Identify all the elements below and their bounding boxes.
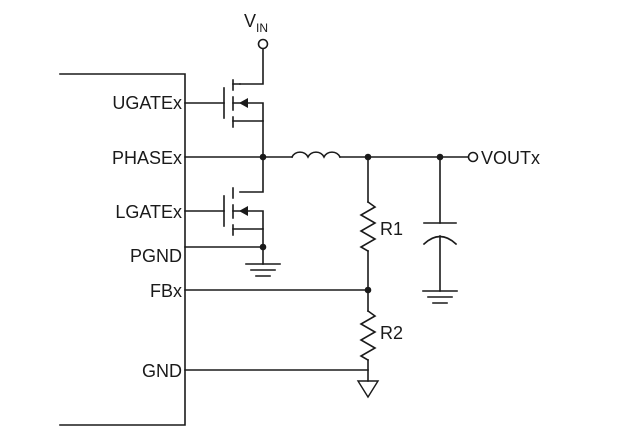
r2-label: R2 [380,323,403,343]
pgnd-junction [259,243,267,251]
r1-resistor [359,200,377,253]
pin-label-fb: FBx [150,281,182,301]
fb-junction [364,286,372,294]
pin-label-pgnd: PGND [130,246,182,266]
vin-terminal [257,38,269,50]
low-side-mosfet [184,156,264,265]
high-side-mosfet [184,79,264,158]
vout-terminal [467,151,479,163]
vin-wire [239,48,264,85]
signal-ground-symbol [356,380,380,399]
cap-ground-symbol [422,290,458,304]
pin-label-phase: PHASEx [112,148,182,168]
pin-label-ugate: UGATEx [112,93,182,113]
ic-body [59,73,186,426]
pin-label-gnd: GND [142,361,182,381]
vin-label: VIN [244,11,268,35]
r1-label: R1 [380,219,403,239]
vout-label: VOUTx [481,148,540,168]
r2-resistor [359,309,377,362]
power-ground-symbol [245,263,281,277]
inductor [290,151,342,159]
pin-label-lgate: LGATEx [115,202,182,222]
